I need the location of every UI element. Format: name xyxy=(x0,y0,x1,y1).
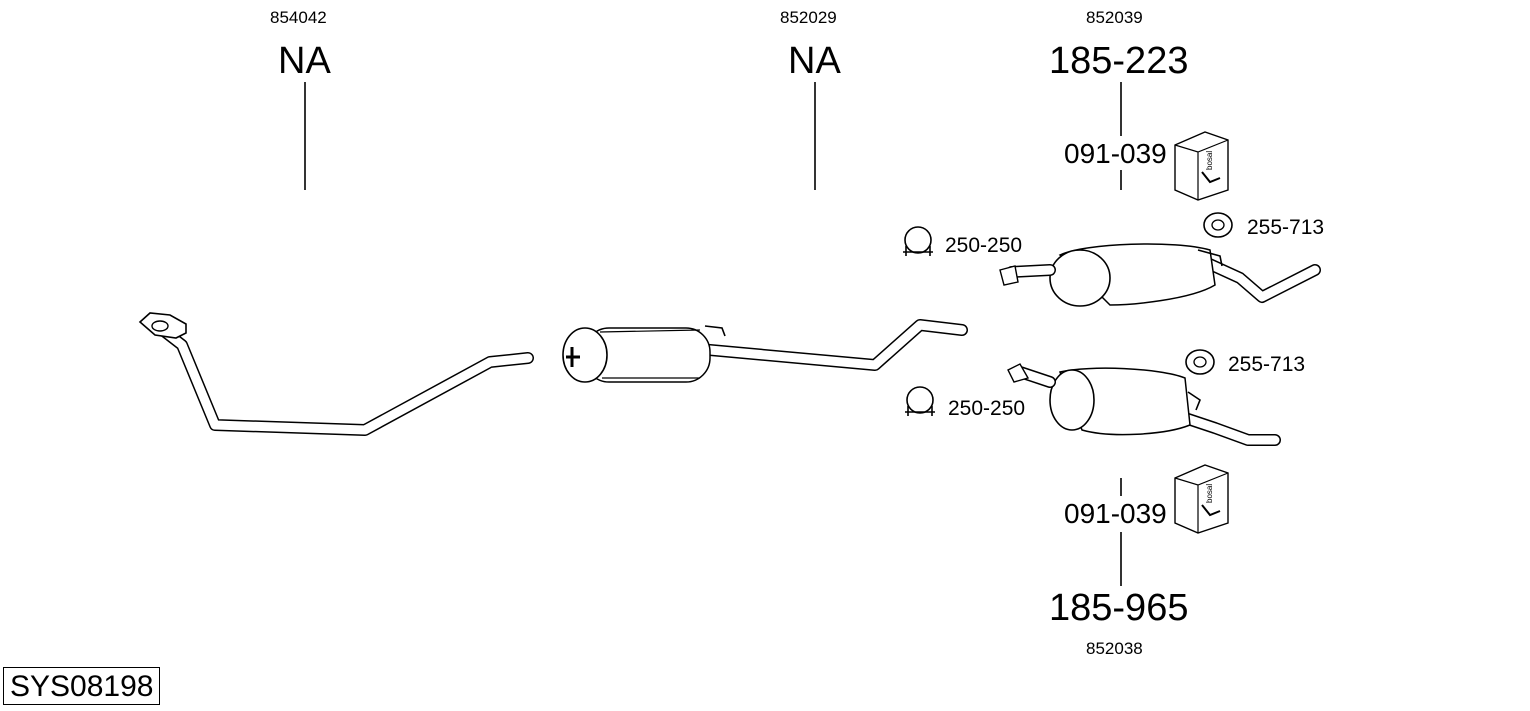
kit-box-brand-text: bosal xyxy=(1205,151,1214,170)
rubber-code-bottom: 255-713 xyxy=(1228,353,1306,376)
mounting-kit-box-icon xyxy=(1174,464,1229,534)
system-code-label: SYS08198 xyxy=(3,667,161,705)
front-pipe-drawing xyxy=(138,312,534,436)
mounting-kit-box-icon xyxy=(1174,131,1229,201)
clamp-icon xyxy=(905,386,935,416)
ref-rear-silencer-bottom: 185-965 xyxy=(1049,587,1189,629)
clamp-code-top: 250-250 xyxy=(945,234,1023,257)
ref-front-pipe: NA xyxy=(278,40,331,82)
clamp-icon xyxy=(903,226,933,256)
ref-rear-silencer-top: 185-223 xyxy=(1049,40,1189,82)
kit-box-brand-text: bosal xyxy=(1205,484,1214,503)
rubber-code-top: 255-713 xyxy=(1247,216,1325,239)
ref-middle-silencer: NA xyxy=(788,40,841,82)
oe-number-rear-silencer-top: 852039 xyxy=(1086,8,1143,27)
rear-silencer-top-drawing xyxy=(999,243,1321,307)
oe-number-front-pipe: 854042 xyxy=(270,8,327,27)
rubber-mount-icon xyxy=(1203,212,1233,238)
rear-silencer-bottom-drawing xyxy=(1007,363,1281,446)
mounting-kit-code-top: 091-039 xyxy=(1064,138,1167,169)
clamp-code-bottom: 250-250 xyxy=(948,397,1026,420)
middle-silencer-drawing xyxy=(562,319,968,383)
rubber-mount-icon xyxy=(1185,349,1215,375)
oe-number-middle-silencer: 852029 xyxy=(780,8,837,27)
oe-number-rear-silencer-bottom: 852038 xyxy=(1086,639,1143,658)
mounting-kit-code-bottom: 091-039 xyxy=(1064,498,1167,529)
